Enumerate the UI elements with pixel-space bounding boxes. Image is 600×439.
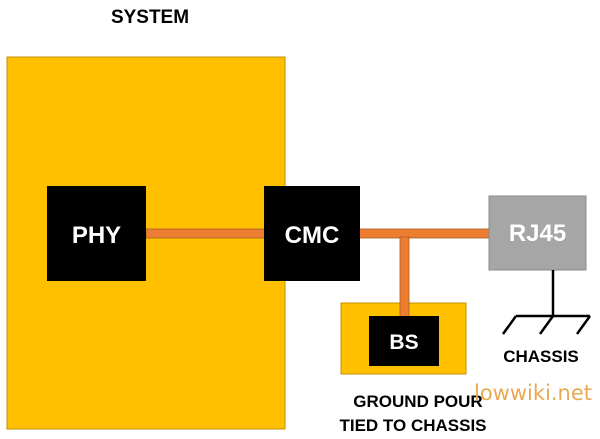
bs-label: BS: [389, 331, 418, 354]
chassis-label: CHASSIS: [503, 347, 579, 366]
trace-cmc-rj45: [358, 228, 491, 239]
ground-pour-label-line1: GROUND POUR: [353, 392, 482, 411]
watermark: lowwiki.net: [473, 381, 592, 405]
trace-to-bs: [399, 236, 410, 319]
ground-pour-label-line2: TIED TO CHASSIS: [339, 416, 486, 435]
trace-phy-cmc: [145, 228, 267, 239]
system-title: SYSTEM: [111, 7, 189, 28]
phy-label: PHY: [72, 222, 121, 249]
chassis-ground-icon: [501, 270, 592, 335]
phy-block: [47, 186, 146, 281]
cmc-label: CMC: [285, 222, 340, 249]
rj45-block: [488, 195, 587, 271]
bs-block: [369, 316, 439, 366]
cmc-block: [264, 186, 360, 281]
rj45-label: RJ45: [509, 220, 566, 247]
